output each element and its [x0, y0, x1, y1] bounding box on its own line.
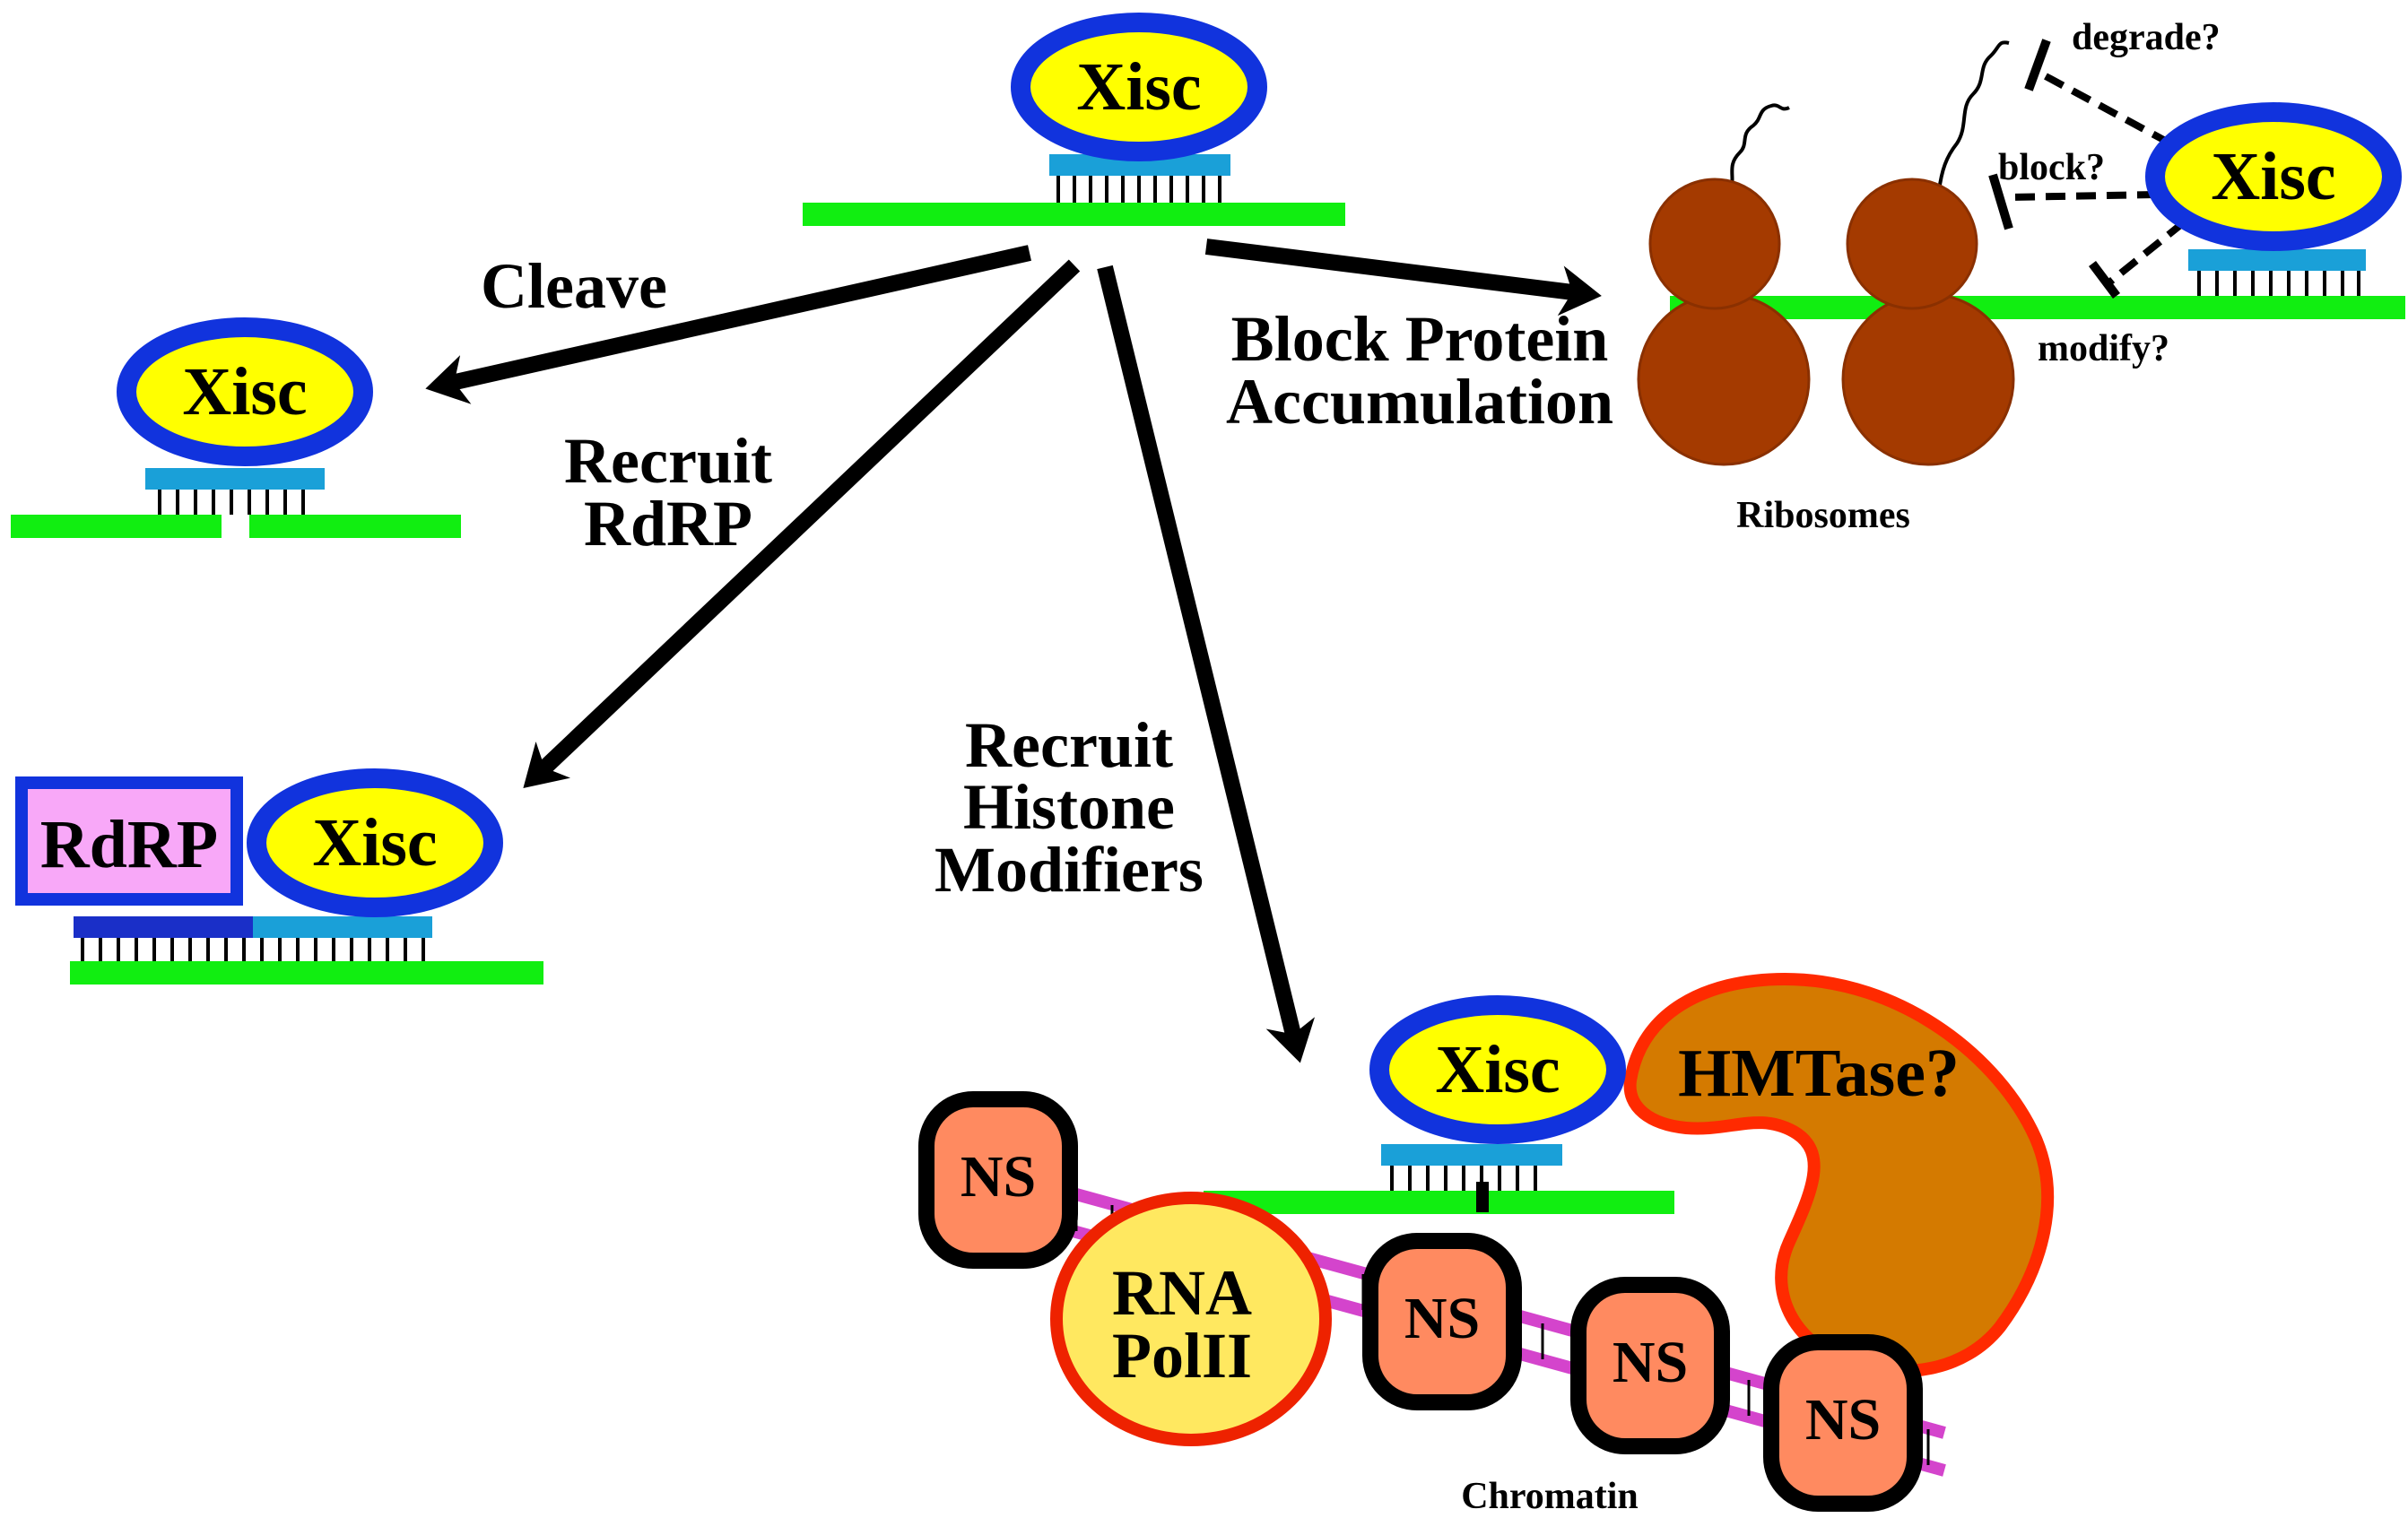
nucleosome: NS — [1362, 1233, 1522, 1410]
block-bar — [1988, 173, 2013, 230]
base-pairs — [158, 490, 305, 515]
pathway-arrows — [425, 239, 1602, 1063]
rdrp-synthesized-strand — [74, 916, 255, 938]
cleave-arrow — [425, 245, 1031, 404]
guide-rna — [2188, 249, 2366, 271]
nascent-peptide — [1729, 103, 1790, 194]
rna-polii — [1050, 1192, 1332, 1446]
xisc-label: Xisc — [182, 354, 307, 429]
nascent-rna — [1204, 1191, 1674, 1214]
xisc-complex — [1011, 13, 1267, 161]
cleaved-mrna-left — [11, 515, 222, 538]
ribosomes-label: Ribosomes — [1736, 495, 1910, 536]
modification-mark — [1476, 1182, 1489, 1212]
modify-label: modify? — [2038, 328, 2169, 369]
ribosome-small-subunit — [1846, 178, 1978, 310]
cleaved-mrna-right — [249, 515, 461, 538]
translation-block: Xisc degrade? block? modify? Ribosomes — [1637, 17, 2405, 536]
block-label: block? — [1998, 147, 2105, 188]
guide-rna — [145, 468, 325, 490]
guide-rna — [1381, 1144, 1562, 1166]
nucleosome-label: NS — [1404, 1286, 1480, 1351]
nucleosome: NS — [1570, 1277, 1730, 1454]
xisc-complex — [117, 317, 373, 466]
ribosome-small-subunit — [1648, 178, 1781, 310]
nucleosome-label: NS — [1805, 1387, 1881, 1453]
ribosome-large-subunit — [1841, 292, 2015, 466]
center-complex: Xisc — [803, 13, 1345, 226]
nucleosome: NS — [1763, 1334, 1923, 1512]
recruit-rdrp-label-line1: Recruit — [564, 425, 772, 497]
modify-line — [2107, 219, 2186, 286]
recruit-rdrp-arrow — [523, 259, 1081, 789]
xisc-label: Xisc — [1435, 1032, 1560, 1107]
recruit-histone-arrow — [1097, 265, 1316, 1063]
base-pairs — [2197, 271, 2360, 296]
hmtase-enzyme — [1623, 972, 2055, 1378]
rdrp-complex: RdRP Xisc — [15, 768, 543, 985]
recruit-histone-label-line3: Modifiers — [935, 834, 1204, 906]
recruit-histone-label-line2: Histone — [963, 771, 1175, 843]
target-mrna — [1670, 296, 2405, 319]
rdrp-box — [15, 776, 243, 906]
rna-polii-label-line2: PolII — [1112, 1320, 1252, 1392]
xisc-label: Xisc — [312, 805, 437, 880]
block-protein-arrow — [1204, 239, 1602, 317]
block-line — [2008, 191, 2158, 201]
xisc-complex — [247, 768, 503, 917]
rna-polii-label-line1: RNA — [1112, 1257, 1252, 1329]
xisc-complex — [2145, 102, 2402, 251]
recruit-histone-label-line1: Recruit — [965, 709, 1173, 781]
block-protein-label-line2: Accumulation — [1226, 366, 1613, 438]
chromatin-label: Chromatin — [1461, 1476, 1639, 1517]
base-pairs — [1390, 1166, 1537, 1191]
xisc-label: Xisc — [2211, 139, 2335, 214]
target-mrna — [70, 961, 543, 985]
nascent-peptide — [1937, 40, 2010, 192]
base-pairs — [1056, 176, 1221, 203]
degrade-label: degrade? — [2072, 17, 2221, 58]
recruit-rdrp-label-line2: RdRP — [584, 488, 752, 559]
hmtase-label: HMTase? — [1678, 1036, 1960, 1111]
cleaved-complex: Xisc — [11, 317, 461, 538]
nucleosome-label: NS — [1613, 1330, 1688, 1395]
block-protein-label-line1: Block Protein — [1231, 303, 1609, 375]
degrade-line — [2032, 66, 2172, 147]
xisc-complex — [1369, 995, 1626, 1144]
rdrp-label: RdRP — [40, 807, 218, 882]
target-mrna — [803, 203, 1345, 226]
ribosome-large-subunit — [1637, 292, 1811, 466]
xisc-label: Xisc — [1076, 49, 1201, 125]
guide-rna — [253, 916, 432, 938]
base-pairs — [81, 938, 425, 961]
cleave-label: Cleave — [481, 250, 667, 322]
degrade-bar — [2024, 39, 2051, 91]
inhibition-lines — [1988, 39, 2186, 299]
nucleosome: NS — [918, 1091, 1078, 1269]
nucleosome-label: NS — [961, 1144, 1036, 1210]
modify-bar — [2089, 261, 2120, 299]
chromatin-complex: HMTase? Xisc NS RNA PolII NS NS NS Chrom… — [918, 972, 2055, 1517]
